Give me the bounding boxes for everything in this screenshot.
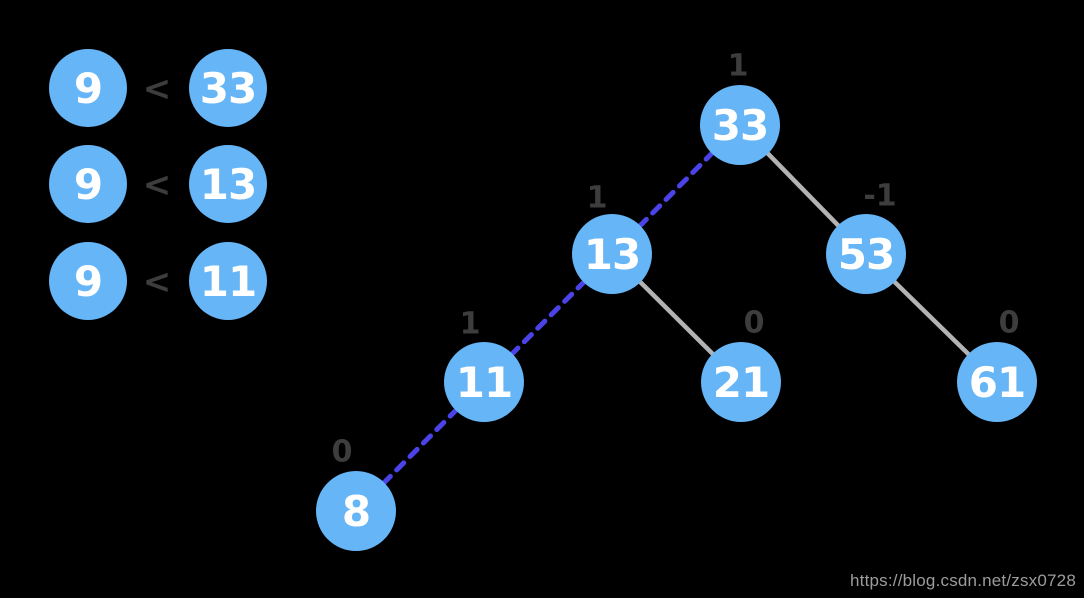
comparison-3-left-circle: 9 [49,242,127,320]
tree-node-33: 33 [700,85,780,165]
watermark: https://blog.csdn.net/zsx0728 [850,571,1076,590]
balance-factor-11: 1 [459,306,481,342]
balance-factor-21: 0 [743,305,765,341]
tree-node-11: 11 [444,342,524,422]
balance-factor-61: 0 [998,305,1020,341]
balance-factor-8: 0 [331,434,353,470]
tree-node-61: 61 [957,342,1037,422]
tree-node-13: 13 [572,214,652,294]
less-than-symbol-3: < [142,262,172,302]
balance-factor-13: 1 [586,180,608,216]
tree-node-21: 21 [701,342,781,422]
balance-factor-33: 1 [727,48,749,84]
less-than-symbol-2: < [142,165,172,205]
comparison-1-right-circle: 33 [189,49,267,127]
comparison-1-left-circle: 9 [49,49,127,127]
balance-factor-53: -1 [863,178,897,214]
tree-node-8: 8 [316,471,396,551]
comparison-2-left-circle: 9 [49,145,127,223]
less-than-symbol-1: < [142,69,172,109]
tree-node-53: 53 [826,214,906,294]
comparison-3-right-circle: 11 [189,242,267,320]
comparison-2-right-circle: 13 [189,145,267,223]
